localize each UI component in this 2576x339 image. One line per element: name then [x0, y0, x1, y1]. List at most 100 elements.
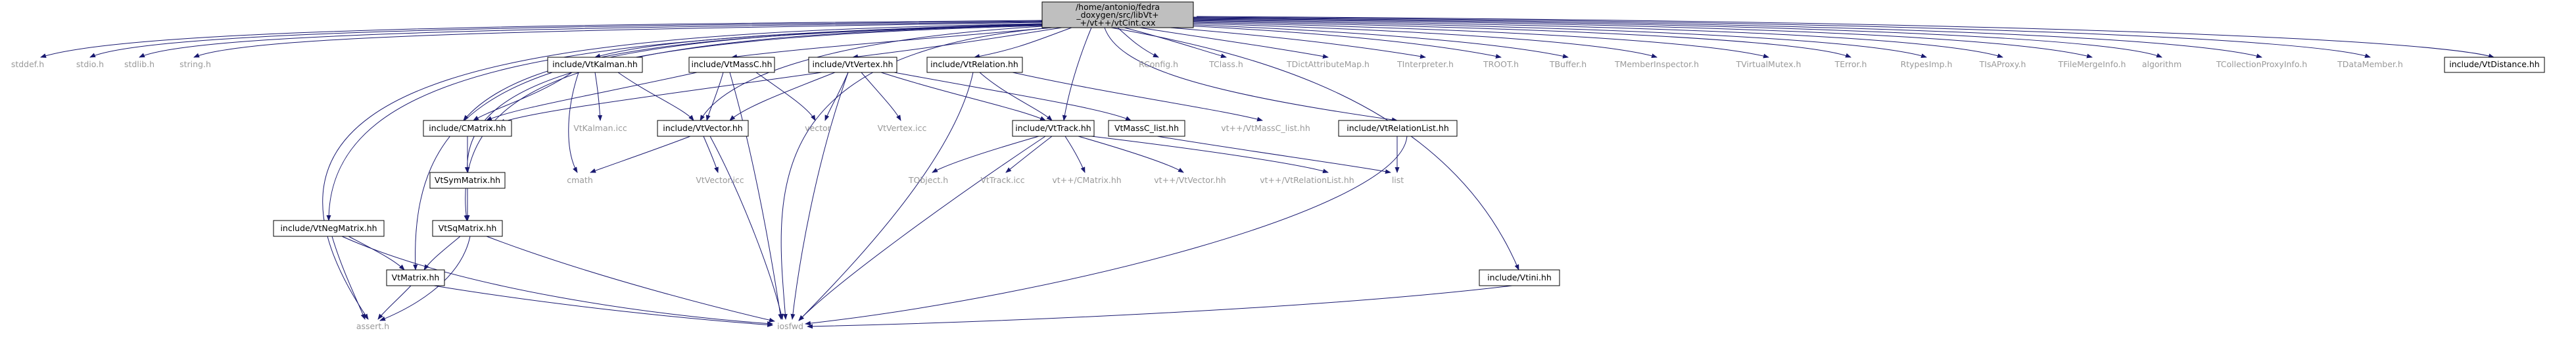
edge-root-vtvector	[700, 26, 1043, 121]
edge-vtvector-vtvectoricc	[703, 136, 719, 173]
node-tdictattributemap[interactable]: TDictAttributeMap.h	[1286, 59, 1370, 69]
edge-root-vtmassc	[731, 27, 1053, 59]
edge-vtkalman-cmath	[568, 72, 579, 173]
edge-root-vtvertex	[852, 27, 1062, 59]
edge-vtmassclist-list	[1157, 136, 1391, 174]
edge-root-stddef	[40, 20, 1043, 58]
node-vtpp-vtrelationlist[interactable]: vt++/VtRelationList.hh	[1260, 175, 1354, 185]
node-vtmassc-hh[interactable]: include/VtMassC.hh	[688, 57, 775, 73]
edge-vtnegmatrix-assert	[331, 236, 366, 320]
node-vtdistance-hh[interactable]: include/VtDistance.hh	[2444, 57, 2545, 73]
node-algorithm[interactable]: algorithm	[2142, 59, 2182, 69]
node-tmemberinspector[interactable]: TMemberInspector.h	[1614, 59, 1699, 69]
edge-vtsqmatrix-assert	[379, 236, 471, 321]
edge-root-vtrelation	[974, 27, 1072, 59]
node-tclass[interactable]: TClass.h	[1208, 59, 1243, 69]
edge-vtrelationlist-iosfwd	[805, 136, 1408, 326]
node-vtpp-cmatrix[interactable]: vt++/CMatrix.hh	[1052, 175, 1121, 185]
node-vtmatrix-hh-label: VtMatrix.hh	[392, 273, 440, 282]
edge-root-vtdistance	[1196, 16, 2494, 59]
node-vtpp-vtvector[interactable]: vt++/VtVector.hh	[1154, 175, 1226, 185]
node-vtmassc-list-hh-label: VtMassC_list.hh	[1114, 123, 1179, 133]
node-assert[interactable]: assert.h	[356, 321, 389, 331]
node-stdio[interactable]: stdio.h	[76, 59, 104, 69]
node-vtkalman-hh[interactable]: include/VtKalman.hh	[547, 57, 643, 73]
node-stddef[interactable]: stddef.h	[11, 59, 44, 69]
root-node[interactable]: /home/antonio/fedra _doxygen/src/libVt+ …	[1041, 1, 1194, 28]
node-tbuffer[interactable]: TBuffer.h	[1549, 59, 1586, 69]
node-tdatamember[interactable]: TDataMember.h	[2337, 59, 2403, 69]
edge-root-vttrack	[1062, 27, 1092, 121]
edge-root-tfilemergeinfo	[1183, 18, 2093, 59]
node-vtvector-icc[interactable]: VtVector.icc	[696, 175, 744, 185]
node-tfilemergeinfo[interactable]: TFileMergeInfo.h	[2058, 59, 2126, 69]
node-vttrack-icc[interactable]: VtTrack.icc	[980, 175, 1024, 185]
edge-vtini-iosfwd	[807, 285, 1513, 329]
node-vttrack-hh[interactable]: include/VtTrack.hh	[1012, 120, 1095, 137]
edge-vttrack-vtppcmatrix	[1064, 136, 1085, 173]
node-vtrelation-hh[interactable]: include/VtRelation.hh	[926, 57, 1023, 73]
edge-vtnegmatrix-iosfwd	[341, 236, 773, 326]
edge-vttrack-iosfwd	[798, 136, 1046, 321]
edge-root-tclass	[1124, 27, 1227, 59]
edge-root-tdictattributemap	[1130, 26, 1329, 59]
node-vttrack-hh-label: include/VtTrack.hh	[1015, 123, 1091, 133]
edge-root-tdatamember	[1193, 16, 2371, 58]
node-vtini-hh[interactable]: include/Vtini.hh	[1479, 269, 1560, 286]
edge-vtnegmatrix-vtmatrix	[348, 236, 405, 271]
node-vtsqmatrix-hh[interactable]: VtSqMatrix.hh	[432, 220, 503, 237]
node-rtypesimp[interactable]: RtypesImp.h	[1901, 59, 1953, 69]
node-vtrelation-hh-label: include/VtRelation.hh	[930, 59, 1018, 69]
edge-root-troot	[1143, 23, 1502, 59]
node-tcollectionproxyinfo[interactable]: TCollectionProxyInfo.h	[2216, 59, 2307, 69]
node-vtrelationlist-hh-label: include/VtRelationList.hh	[1347, 123, 1449, 133]
edge-vtkalman-vtvector	[617, 72, 694, 121]
node-troot[interactable]: TROOT.h	[1483, 59, 1519, 69]
edge-vtrelation-iosfwd	[798, 72, 974, 321]
node-vtdistance-hh-label: include/VtDistance.hh	[2449, 59, 2539, 69]
edge-vtkalman-vtkalmanicc	[594, 72, 603, 121]
node-vtnegmatrix-hh[interactable]: include/VtNegMatrix.hh	[273, 220, 385, 237]
node-vtkalman-icc[interactable]: VtKalman.icc	[573, 123, 627, 133]
edge-vtrelation-vtppmassclist	[1012, 72, 1263, 122]
node-cmatrix-hh[interactable]: include/CMatrix.hh	[423, 120, 512, 137]
node-vtmatrix-hh[interactable]: VtMatrix.hh	[386, 269, 445, 286]
node-tvirtualmutex[interactable]: TVirtualMutex.h	[1736, 59, 1801, 69]
node-tisaproxy[interactable]: TIsAProxy.h	[1979, 59, 2026, 69]
node-rconfig[interactable]: RConfig.h	[1139, 59, 1178, 69]
node-vtsymmatrix-hh[interactable]: VtSymMatrix.hh	[429, 172, 506, 189]
node-list[interactable]: list	[1392, 175, 1404, 185]
edge-vtmassc-cmatrix	[486, 72, 698, 121]
edge-vtmatrix-assert	[377, 285, 412, 320]
edge-vttrack-vttrackicc	[1005, 136, 1053, 173]
edge-root-tmemberinspector	[1157, 22, 1658, 59]
node-layer: /home/antonio/fedra _doxygen/src/libVt+ …	[11, 1, 2545, 331]
edge-root-rtypesimp	[1176, 20, 1927, 58]
edge-vtvertex-iosfwd	[790, 72, 849, 320]
node-cmatrix-hh-label: include/CMatrix.hh	[429, 123, 506, 133]
node-vtvertex-icc[interactable]: VtVertex.icc	[878, 123, 927, 133]
edge-vtvertex-vtvector	[729, 72, 836, 121]
node-iosfwd[interactable]: iosfwd	[777, 321, 803, 331]
node-terror[interactable]: TError.h	[1834, 59, 1867, 69]
node-stdlib[interactable]: stdlib.h	[124, 59, 155, 69]
node-cmath[interactable]: cmath	[567, 175, 593, 185]
edge-vtmatrix-iosfwd	[433, 285, 773, 327]
root-label-line2: _doxygen/src/libVt+	[1076, 10, 1158, 20]
node-tinterpreter[interactable]: TInterpreter.h	[1396, 59, 1454, 69]
root-label-line1: /home/antonio/fedra	[1076, 2, 1160, 12]
edge-vtvector-iosfwd	[709, 136, 784, 320]
edge-vtvertex-vector	[824, 72, 849, 121]
edge-root-iosfwd	[780, 27, 1053, 320]
node-vtmassc-list-hh[interactable]: VtMassC_list.hh	[1108, 120, 1185, 137]
node-vector[interactable]: vector	[805, 123, 832, 133]
node-vtvector-hh[interactable]: include/VtVector.hh	[657, 120, 749, 137]
node-vtnegmatrix-hh-label: include/VtNegMatrix.hh	[280, 223, 377, 233]
node-vtrelationlist-hh[interactable]: include/VtRelationList.hh	[1338, 120, 1458, 137]
node-string[interactable]: string.h	[179, 59, 211, 69]
edge-vttrack-vtpprelationlist	[1091, 136, 1329, 174]
node-vtvertex-hh[interactable]: include/VtVertex.hh	[808, 57, 897, 73]
node-tobject[interactable]: TObject.h	[908, 175, 948, 185]
node-vtpp-vtmassc-list[interactable]: vt++/VtMassC_list.hh	[1221, 123, 1310, 133]
